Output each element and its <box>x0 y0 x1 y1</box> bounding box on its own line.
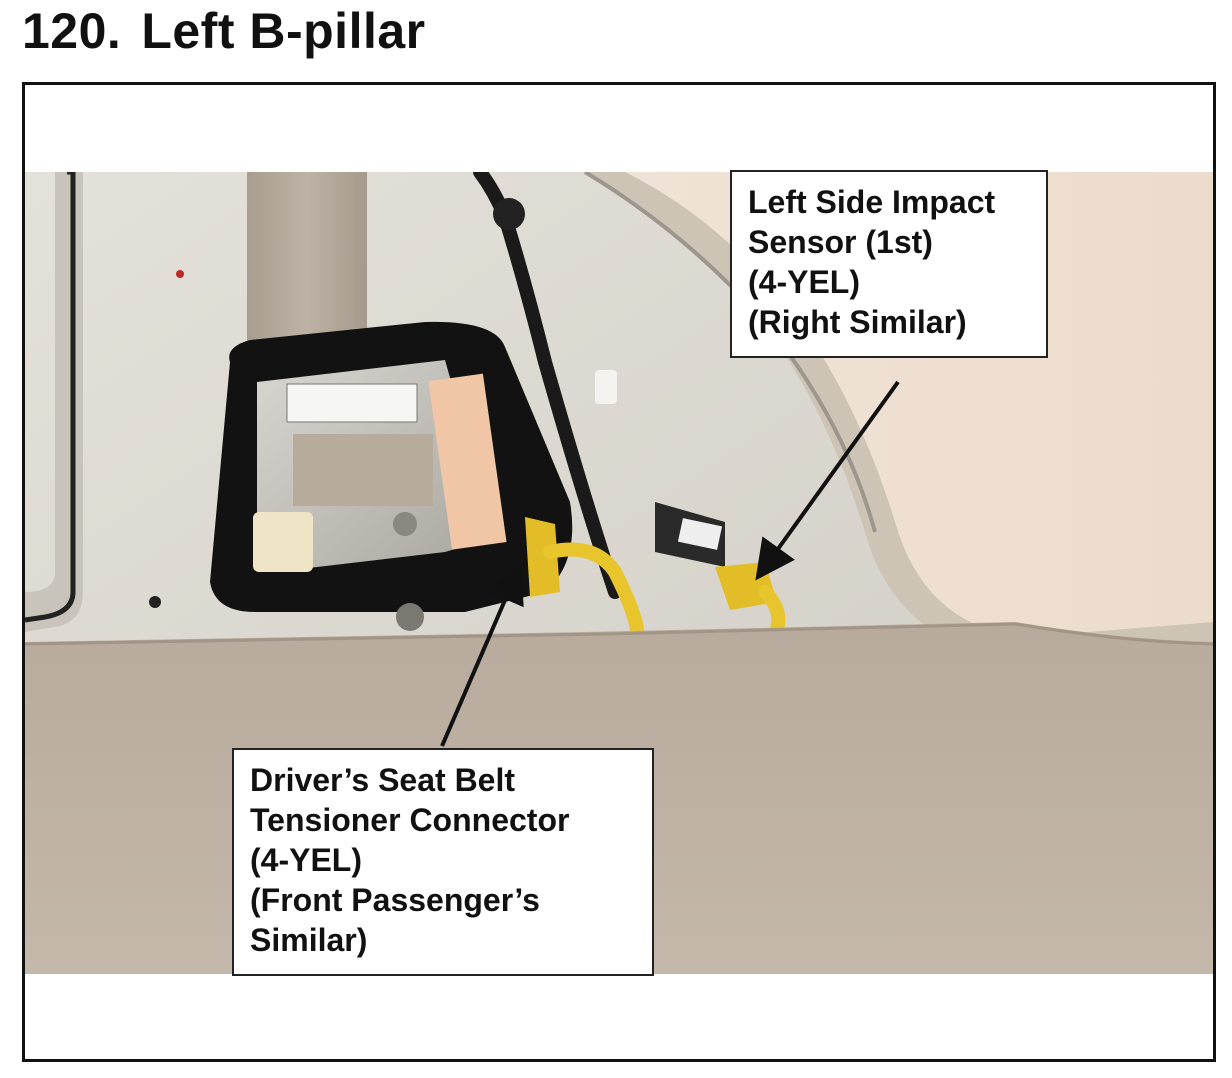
seat-belt-tensioner-callout: Driver’s Seat Belt Tensioner Connector (… <box>232 748 654 976</box>
page-heading: 120. Left B-pillar <box>22 2 426 60</box>
tensioner-connector <box>525 517 560 597</box>
callout-line: (4-YEL) <box>250 842 362 878</box>
door-seal-edge <box>25 172 76 623</box>
pillar-panel-face <box>625 172 1213 637</box>
callout-line: Sensor (1st) <box>748 224 933 260</box>
retractor-bolt <box>393 512 417 536</box>
callout-line: Tensioner Connector <box>250 802 570 838</box>
belt-spool <box>293 434 433 506</box>
callout-line: Driver’s Seat Belt <box>250 762 516 798</box>
side-impact-sensor-callout: Left Side Impact Sensor (1st) (4-YEL) (R… <box>730 170 1048 358</box>
trim-hole <box>149 596 161 608</box>
white-trim-clip <box>595 370 617 404</box>
anchor-bolt <box>396 603 424 631</box>
sensor-label <box>677 518 723 550</box>
retractor-label <box>286 383 418 423</box>
callout-line: (Right Similar) <box>748 304 967 340</box>
page-title: Left B-pillar <box>141 3 426 59</box>
step-number: 120. <box>22 3 122 59</box>
harness-clip <box>493 198 525 230</box>
callout-line: (4-YEL) <box>748 264 860 300</box>
warning-label <box>428 373 507 550</box>
callout-line: Left Side Impact <box>748 184 996 220</box>
carpet-top-edge <box>25 622 1213 646</box>
callout-line: (Front Passenger’s <box>250 882 540 918</box>
retractor-cap <box>253 512 313 572</box>
callout-line: Similar) <box>250 922 368 958</box>
tensioner-harness <box>543 542 644 637</box>
trim-mark <box>176 270 184 278</box>
door-seal <box>25 172 83 632</box>
